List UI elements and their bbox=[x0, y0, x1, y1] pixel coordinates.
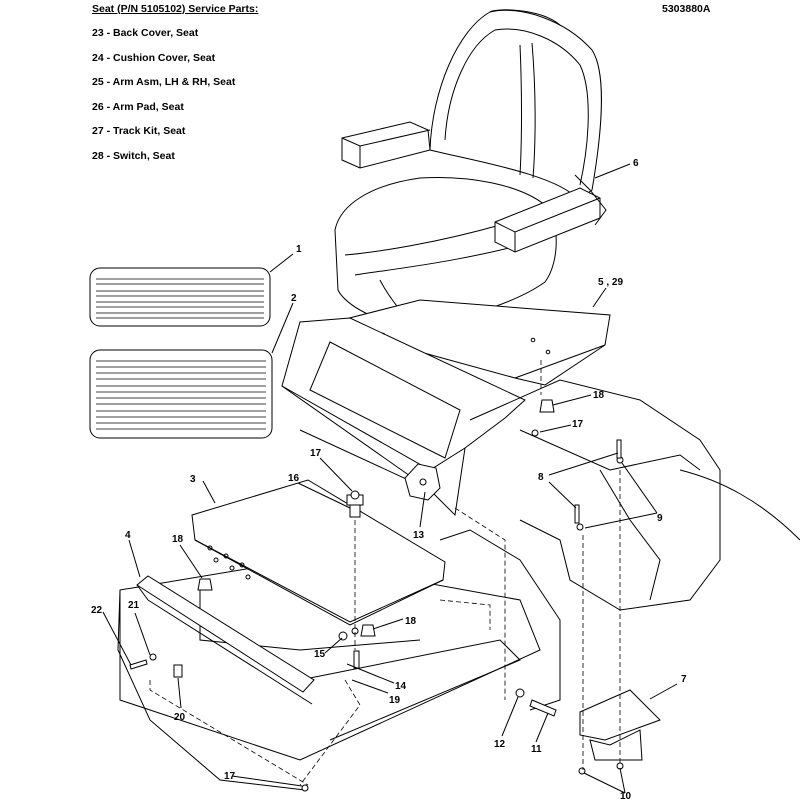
callout-8: 8 bbox=[538, 472, 544, 483]
callout-5-29: 5 , 29 bbox=[598, 277, 623, 288]
assembly-alignment-lines bbox=[149, 360, 621, 786]
callout-20: 20 bbox=[174, 712, 186, 723]
document-number: 5303880A bbox=[662, 3, 711, 15]
bumper-part-18 bbox=[197, 399, 555, 637]
callout-13: 13 bbox=[413, 530, 425, 541]
callout-11: 11 bbox=[531, 744, 542, 755]
callout-2: 2 bbox=[291, 293, 297, 304]
service-part-item: 27 - Track Kit, Seat bbox=[92, 125, 186, 137]
service-part-item: 23 - Back Cover, Seat bbox=[92, 27, 199, 39]
bracket-part-7 bbox=[579, 689, 661, 761]
front-panel-part-4 bbox=[136, 575, 315, 705]
callout-17-bottom: 17 bbox=[224, 771, 236, 782]
decal-part-2 bbox=[89, 349, 273, 439]
bolt-part-11 bbox=[529, 699, 557, 717]
callout-21: 21 bbox=[128, 600, 140, 611]
service-part-item: 24 - Cushion Cover, Seat bbox=[92, 52, 216, 64]
callout-18-right: 18 bbox=[593, 390, 605, 401]
seat-pan-console bbox=[281, 317, 526, 517]
callout-leader-lines bbox=[102, 163, 678, 794]
callout-14: 14 bbox=[395, 681, 407, 692]
decal-part-1 bbox=[89, 267, 271, 327]
bolt-part-8 bbox=[574, 439, 622, 524]
callout-1: 1 bbox=[296, 244, 302, 255]
seat-assembly bbox=[334, 9, 607, 353]
callout-19: 19 bbox=[389, 695, 401, 706]
callout-10: 10 bbox=[620, 791, 632, 800]
shock-mount-part-16 bbox=[346, 490, 364, 518]
clip-part-20 bbox=[173, 664, 183, 678]
service-part-item: 28 - Switch, Seat bbox=[92, 150, 175, 162]
service-part-item: 25 - Arm Asm, LH & RH, Seat bbox=[92, 76, 236, 88]
callout-18-center: 18 bbox=[405, 616, 417, 627]
service-part-item: 26 - Arm Pad, Seat bbox=[92, 101, 184, 113]
bolt-part-22 bbox=[129, 659, 148, 670]
floor-plate-part-3 bbox=[191, 479, 446, 626]
callout-7: 7 bbox=[681, 674, 687, 685]
callout-6: 6 bbox=[633, 158, 639, 169]
callout-22: 22 bbox=[91, 605, 103, 616]
bolt-part-14 bbox=[353, 650, 360, 669]
callout-17-top: 17 bbox=[310, 448, 322, 459]
callout-18-left: 18 bbox=[172, 534, 184, 545]
callout-3: 3 bbox=[190, 474, 196, 485]
callout-17-right: 17 bbox=[572, 419, 584, 430]
callout-12: 12 bbox=[494, 739, 506, 750]
callout-9: 9 bbox=[657, 513, 663, 524]
callout-15: 15 bbox=[314, 649, 326, 660]
washer-nut-hardware bbox=[149, 429, 624, 792]
callout-labels: 1 2 3 4 5 , 29 6 7 8 9 10 11 12 13 14 15… bbox=[91, 158, 687, 800]
callout-4: 4 bbox=[125, 530, 131, 541]
diagram-title: Seat (P/N 5105102) Service Parts: bbox=[92, 3, 259, 15]
callout-16: 16 bbox=[288, 473, 300, 484]
